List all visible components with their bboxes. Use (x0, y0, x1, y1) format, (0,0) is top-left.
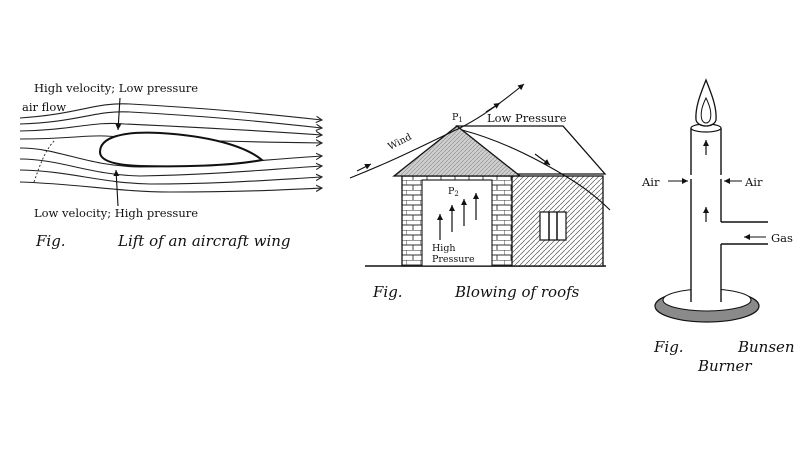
streamline (19, 122, 322, 135)
streamline (19, 181, 322, 193)
streamline (19, 111, 322, 128)
p2-label: P2 (448, 186, 459, 198)
p1-label: P1 (452, 112, 463, 124)
burner-caption-2: Burner (697, 357, 752, 375)
streamline (19, 103, 322, 120)
wind-label: Wind (386, 132, 413, 153)
burner-caption-1: Bunsen (737, 338, 795, 356)
wing-top-label: High velocity; Low pressure (34, 81, 198, 95)
high-pressure-label-1: High (432, 243, 456, 254)
wing-bottom-label: Low velocity; High pressure (34, 206, 198, 220)
air-right-label: Air (744, 175, 763, 189)
house-interior (421, 179, 493, 267)
roof-caption: Blowing of roofs (454, 283, 580, 301)
bottom-pointer-arrow (113, 169, 120, 207)
burner-figure: Air Air Gas Fig. Bunsen Burner (641, 78, 795, 375)
burner-fig-label: Fig. (653, 338, 684, 356)
roof-fig-label: Fig. (372, 283, 403, 301)
wing-caption: Lift of an aircraft wing (117, 232, 291, 250)
roof-gable (392, 125, 522, 177)
streamline (19, 158, 322, 177)
flame-icon (695, 78, 717, 127)
top-pointer-arrow (115, 97, 122, 131)
downwind-flow (461, 129, 611, 211)
wing-flow-label: air flow (22, 100, 66, 114)
wind-line (349, 83, 525, 179)
wing-aerofoil (98, 131, 265, 168)
wing-figure: High velocity; Low pressure air flow Low… (19, 81, 322, 250)
gas-label: Gas (771, 231, 793, 245)
window (539, 211, 567, 241)
roof-figure: Wind P1 Low Pressure P2 High Pressure Fi… (349, 83, 611, 301)
streamline (19, 169, 322, 185)
wing-fig-label: Fig. (35, 232, 66, 250)
high-pressure-label-2: Pressure (432, 254, 475, 265)
low-pressure-label: Low Pressure (487, 111, 567, 125)
leading-edge-dashes (33, 139, 56, 183)
air-left-label: Air (641, 175, 660, 189)
